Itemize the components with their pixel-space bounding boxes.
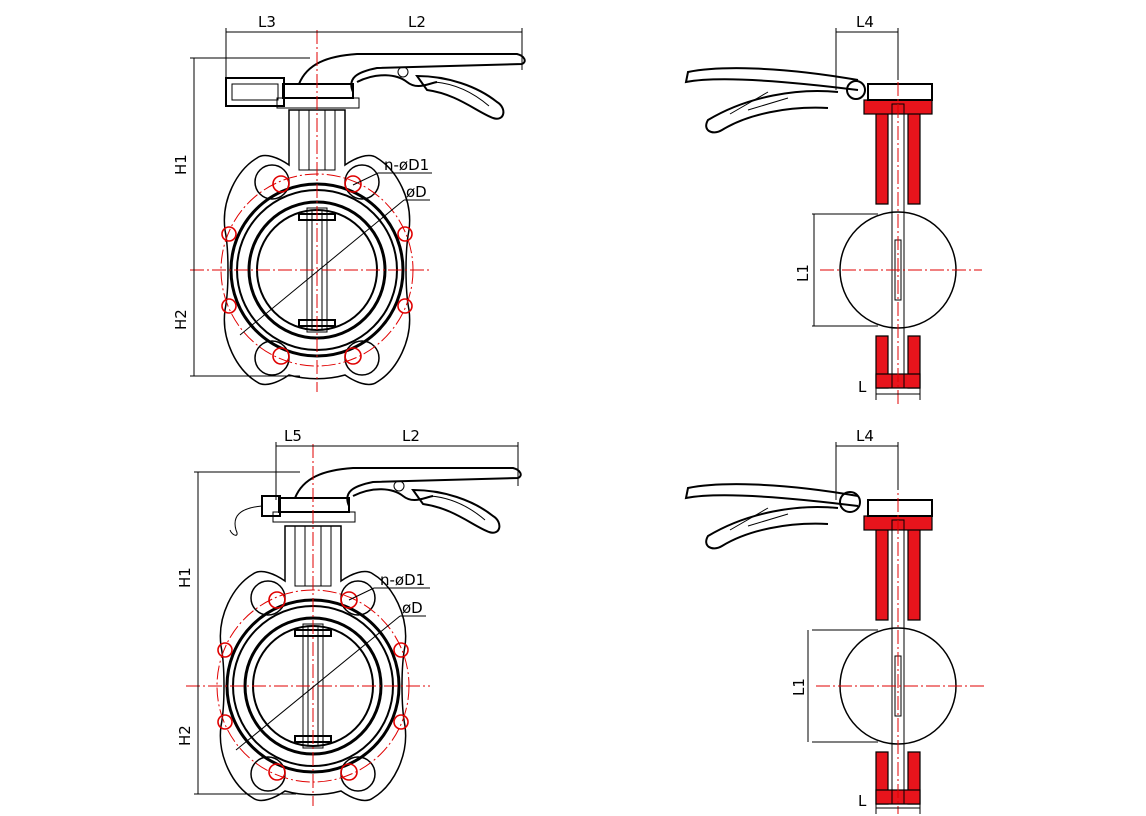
diameter-label: øD: [406, 183, 427, 201]
side-section-view-top: L4 L1 L: [685, 13, 982, 406]
lock-pin: [846, 80, 866, 100]
connector-knob: [839, 491, 861, 513]
front-view-wired-handle: L5 L2 H1 H2 n-øD1 øD: [176, 427, 522, 806]
bolt-hole-label: n-øD1: [384, 156, 429, 174]
dim-l2-label: L2: [408, 13, 426, 31]
side-section-view-bottom: L4 L1 L: [685, 427, 984, 814]
dim-l1-label: L1: [794, 264, 812, 282]
dim-h1-label-bottom: H1: [176, 567, 194, 588]
lock-plate: [225, 77, 285, 107]
dim-l-label: L: [858, 378, 867, 396]
bolt-hole-label-bottom: n-øD1: [380, 571, 425, 589]
dim-l4-label-bottom: L4: [856, 427, 874, 445]
front-view-locking-handle: L3 L2 H1 H2 n-øD1 øD: [172, 13, 526, 392]
dim-h2-label-bottom: H2: [176, 725, 194, 746]
dim-l1-label-bottom: L1: [790, 678, 808, 696]
dim-h2-label: H2: [172, 309, 190, 330]
cable-connector: [261, 495, 281, 517]
dim-l4-label: L4: [856, 13, 874, 31]
dim-h1-label: H1: [172, 154, 190, 175]
dim-l5-label: L5: [284, 427, 302, 445]
dim-l2-label-bottom: L2: [402, 427, 420, 445]
diameter-label-bottom: øD: [402, 599, 423, 617]
dim-l-label-bottom: L: [858, 792, 867, 810]
dim-l3-label: L3: [258, 13, 276, 31]
